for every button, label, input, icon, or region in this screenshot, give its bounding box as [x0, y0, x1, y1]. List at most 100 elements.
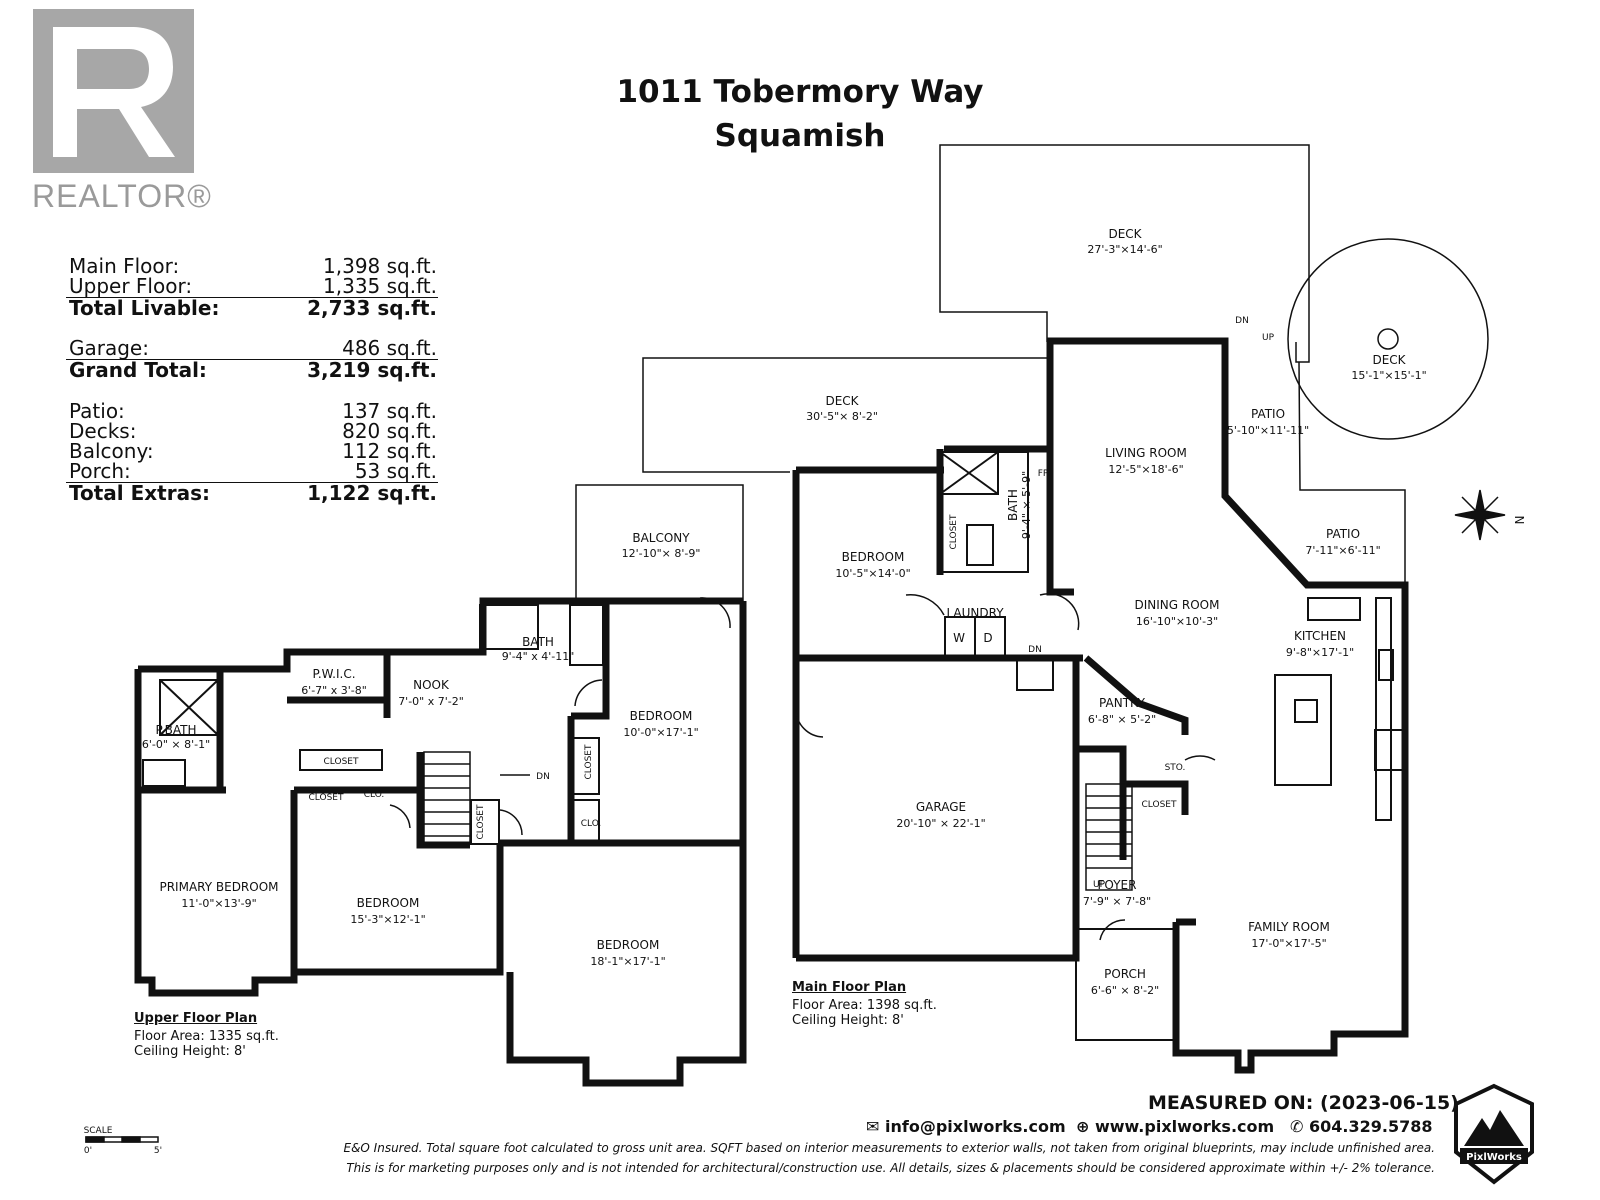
room-label-garage: GARAGE	[916, 800, 966, 814]
room-label-nook: NOOK	[413, 678, 450, 692]
room-dims-bedroom: 10'-0"×17'-1"	[623, 726, 698, 739]
room-dims-porch: 6'-6" × 8'-2"	[1091, 984, 1159, 997]
room-dims-kitchen: 9'-8"×17'-1"	[1286, 646, 1354, 659]
area-balcony: Balcony: 112 sq.ft.	[69, 441, 437, 461]
room-label-patio: PATIO	[1251, 407, 1285, 421]
phone-icon: ✆	[1290, 1117, 1304, 1136]
email-icon: ✉	[866, 1117, 880, 1136]
stairs-up-label: UP	[1093, 880, 1106, 890]
upper-floor-walls	[134, 597, 747, 1087]
room-label-deck: DECK	[1108, 227, 1142, 241]
pixlworks-logo: PixlWorks	[1450, 1082, 1538, 1186]
room-dims-bedroom: 18'-1"×17'-1"	[590, 955, 665, 968]
realtor-logo-mark	[33, 9, 194, 173]
disclaimer-line-2: This is for marketing purposes only and …	[346, 1161, 1435, 1175]
area-grand-total: Grand Total: 3,219 sq.ft.	[69, 360, 437, 380]
area-label: Balcony:	[69, 439, 154, 463]
area-label: Main Floor:	[69, 254, 180, 278]
closet-label: CLOSET	[1142, 800, 1177, 810]
clo-label: CLO.	[581, 819, 602, 829]
area-label: Garage:	[69, 336, 149, 360]
realtor-r-icon	[53, 27, 175, 157]
patio-outline	[1298, 361, 1406, 592]
area-value: 1,122 sq.ft.	[307, 481, 437, 505]
closet-label: CLOSET	[309, 793, 344, 803]
north-label: N	[1512, 516, 1526, 525]
closet-label: CLOSET	[324, 757, 359, 767]
area-value: 53 sq.ft.	[354, 459, 437, 483]
mountain-shield-icon: PixlWorks	[1454, 1083, 1534, 1185]
room-dims-bath: 9'-4" × 5'-9"	[1020, 471, 1033, 539]
main-stairs	[1085, 783, 1133, 891]
room-label-pantry: PANTRY	[1099, 696, 1146, 710]
area-label: Decks:	[69, 419, 137, 443]
room-dims-patio: 7'-11"×6'-11"	[1305, 544, 1380, 557]
area-label: Total Extras:	[69, 481, 210, 505]
stairs-down-label: DN	[1028, 645, 1042, 655]
room-dims-garage: 20'-10" × 22'-1"	[896, 817, 985, 830]
room-label-primary-bedroom: PRIMARY BEDROOM	[159, 880, 278, 894]
room-dims-pbath: 6'-0" × 8'-1"	[142, 738, 210, 751]
realtor-logo-text: REALTOR®	[32, 178, 212, 214]
globe-icon: ⊕	[1076, 1117, 1090, 1136]
divider	[66, 359, 438, 360]
stairs-up-label: UP	[1262, 333, 1275, 343]
website-text: www.pixlworks.com	[1094, 1117, 1275, 1136]
room-dims-pwic: 6'-7" x 3'-8"	[301, 684, 367, 697]
room-label-bedroom: BEDROOM	[630, 709, 693, 723]
area-label: Grand Total:	[69, 358, 207, 382]
area-decks: Decks: 820 sq.ft.	[69, 421, 437, 441]
room-label-balcony: BALCONY	[632, 531, 690, 545]
round-deck-outline	[1287, 238, 1489, 440]
closet-label: CLOSET	[476, 804, 486, 839]
fireplace-label: FP	[1038, 469, 1049, 479]
upper-plan-ceiling: Ceiling Height: 8'	[134, 1044, 246, 1059]
scale-start-label: 0'	[84, 1146, 92, 1156]
area-label: Upper Floor:	[69, 274, 193, 298]
room-label-bedroom: BEDROOM	[597, 938, 660, 952]
closet-label: CLOSET	[584, 744, 594, 779]
room-label-deck: DECK	[825, 394, 859, 408]
room-label-bedroom: BEDROOM	[842, 550, 905, 564]
area-main-floor: Main Floor: 1,398 sq.ft.	[69, 256, 437, 276]
scale-bar	[85, 1136, 159, 1143]
room-dims-deck: 15'-1"×15'-1"	[1351, 369, 1426, 382]
room-dims-foyer: 7'-9" × 7'-8"	[1083, 895, 1151, 908]
main-plan-ceiling: Ceiling Height: 8'	[792, 1013, 904, 1028]
room-label-bath: BATH	[522, 635, 554, 649]
stairs-down-label: DN	[536, 772, 550, 782]
area-label: Porch:	[69, 459, 131, 483]
room-label-family-room: FAMILY ROOM	[1248, 920, 1330, 934]
round-deck-post	[1377, 328, 1399, 350]
deck-outline	[939, 144, 1310, 363]
dryer-label: D	[983, 631, 992, 645]
phone-text: 604.329.5788	[1308, 1117, 1433, 1136]
upper-plan-title: Upper Floor Plan	[134, 1011, 258, 1026]
room-dims-bath: 9'-4" x 4'-11"	[502, 650, 575, 663]
room-dims-deck: 30'-5"× 8'-2"	[806, 410, 878, 423]
area-value: 820 sq.ft.	[342, 419, 437, 443]
area-value: 1,335 sq.ft.	[323, 274, 437, 298]
area-value: 3,219 sq.ft.	[307, 358, 437, 382]
room-dims-nook: 7'-0" x 7'-2"	[398, 695, 464, 708]
upper-stairs	[423, 751, 530, 845]
room-label-patio: PATIO	[1326, 527, 1360, 541]
doors	[389, 592, 1216, 941]
room-label-living-room: LIVING ROOM	[1105, 446, 1187, 460]
room-dims-balcony: 12'-10"× 8'-9"	[622, 547, 701, 560]
page-title: 1011 Tobermory Way	[616, 74, 984, 110]
main-plan-title: Main Floor Plan	[792, 980, 907, 995]
area-label: Patio:	[69, 399, 125, 423]
compass-icon	[1454, 489, 1506, 541]
clo-label: CLO.	[364, 790, 385, 800]
area-value: 2,733 sq.ft.	[307, 296, 437, 320]
room-dims-family-room: 17'-0"×17'-5"	[1251, 937, 1326, 950]
area-value: 137 sq.ft.	[342, 399, 437, 423]
room-dims-pantry: 6'-8" × 5'-2"	[1088, 713, 1156, 726]
measured-date: MEASURED ON: (2023-06-15)	[1148, 1092, 1459, 1114]
area-total-livable: Total Livable: 2,733 sq.ft.	[69, 298, 437, 318]
room-dims-deck: 27'-3"×14'-6"	[1087, 243, 1162, 256]
washer-label: W	[953, 631, 965, 645]
room-dims-bedroom: 15'-3"×12'-1"	[350, 913, 425, 926]
disclaimer-line-1: E&O Insured. Total square foot calculate…	[343, 1141, 1435, 1155]
